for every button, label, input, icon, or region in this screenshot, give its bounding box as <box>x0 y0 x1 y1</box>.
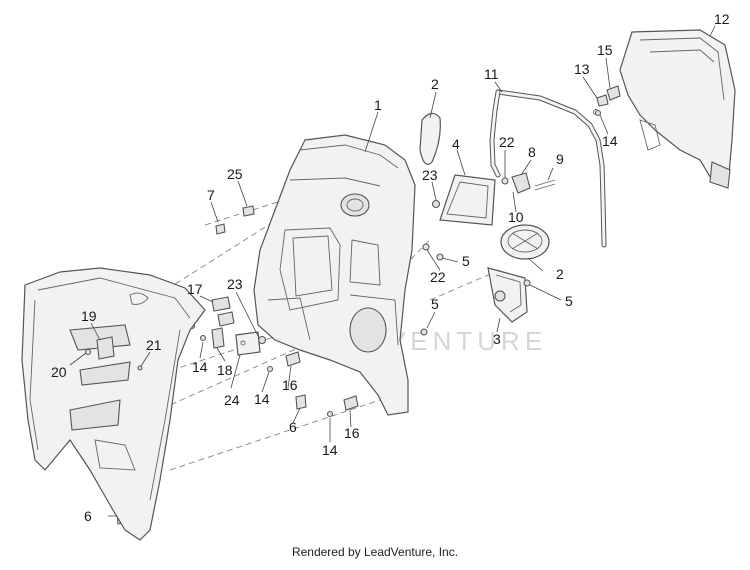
part-16-clips <box>285 351 359 411</box>
part-18-spacer <box>211 327 225 349</box>
callout-24: 24 <box>224 392 240 408</box>
part-8-latch <box>511 172 531 194</box>
callout-8: 8 <box>528 144 536 160</box>
part-3-bracket <box>487 267 528 323</box>
callout-23-b: 23 <box>227 276 243 292</box>
part-12-rear-cover <box>619 29 736 189</box>
callout-1: 1 <box>374 97 382 113</box>
part-1-front-panel <box>253 134 416 416</box>
callout-5-c: 5 <box>431 296 439 312</box>
part-22-screw-upper <box>501 177 509 185</box>
callout-21: 21 <box>146 337 162 353</box>
callout-16-a: 16 <box>282 377 298 393</box>
callout-12: 12 <box>714 11 730 27</box>
callout-2-pad: 2 <box>431 76 439 92</box>
callout-14-a: 14 <box>602 133 618 149</box>
callout-16-b: 16 <box>344 425 360 441</box>
callout-17: 17 <box>187 281 203 297</box>
callout-19: 19 <box>81 308 97 324</box>
part-25-clip <box>242 205 255 217</box>
part-7-nut <box>215 223 226 235</box>
callout-2-cap: 2 <box>556 266 564 282</box>
part-23-grommet-upper <box>431 199 441 209</box>
part-5-screws <box>420 243 531 336</box>
callout-25: 25 <box>227 166 243 182</box>
callout-10: 10 <box>508 209 524 225</box>
part-20-screw <box>84 348 92 356</box>
callout-5-a: 5 <box>462 253 470 269</box>
leader-lines <box>69 25 716 517</box>
part-19-latch <box>96 336 115 360</box>
callout-14-c: 14 <box>254 391 270 407</box>
callout-6-a: 6 <box>289 419 297 435</box>
part-4-glovebox-lid <box>439 174 496 226</box>
part-17-clip <box>211 296 235 327</box>
credit-footer: Rendered by LeadVenture, Inc. <box>291 545 459 559</box>
callout-22-b: 22 <box>430 269 446 285</box>
part-2-round-cap <box>500 224 550 260</box>
part-9-pin <box>534 179 556 191</box>
callout-3: 3 <box>493 331 501 347</box>
callout-14-b: 14 <box>192 359 208 375</box>
callout-4: 4 <box>452 136 460 152</box>
callout-15: 15 <box>597 42 613 58</box>
callout-9: 9 <box>556 151 564 167</box>
callout-7: 7 <box>207 187 215 203</box>
callout-11: 11 <box>484 66 499 82</box>
part-2-pad-top <box>419 112 441 165</box>
callout-6-b: 6 <box>84 508 92 524</box>
callout-14-d: 14 <box>322 442 338 458</box>
part-15-clip <box>606 85 621 101</box>
part-11-cable <box>489 89 607 248</box>
callout-5-b: 5 <box>565 293 573 309</box>
part-24-plate <box>235 331 261 356</box>
callout-13: 13 <box>574 61 590 77</box>
part-21-leg-shield <box>21 267 206 541</box>
callout-labels: 1 2 2 3 4 5 5 5 6 6 7 8 9 10 11 12 13 14… <box>51 11 730 524</box>
callout-22-a: 22 <box>499 134 515 150</box>
callout-18: 18 <box>217 362 233 378</box>
callout-23-a: 23 <box>422 167 438 183</box>
callout-20: 20 <box>51 364 67 380</box>
part-21-marker <box>137 365 143 371</box>
